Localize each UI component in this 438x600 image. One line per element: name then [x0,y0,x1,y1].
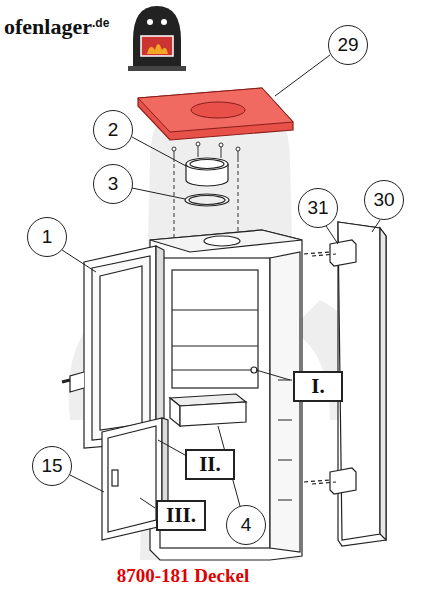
node-text: 1 [42,226,53,248]
node-text: 30 [373,189,394,211]
leader-lines [62,55,380,508]
node-text: 31 [307,197,328,219]
logo-mascot [128,6,186,71]
callout-number: 29 [328,25,368,65]
node-text: 4 [241,514,252,536]
callout-number: 31 [298,188,338,228]
caption: 8700-181 Deckel [117,565,249,587]
lid-part [138,88,293,140]
node-text: 29 [337,34,358,56]
callout-number: 4 [226,505,266,545]
section-marker: III. [156,500,206,531]
watermark [69,90,372,560]
logo-text: .de [92,16,109,30]
flue-ring [186,158,228,186]
node-text: I. [311,374,324,399]
screws [172,142,240,240]
callout-number: 15 [32,446,72,486]
stove-body [150,230,302,560]
callout-number: 2 [93,110,133,150]
logo-text: ofenlager [4,14,92,40]
gasket-ring [185,194,229,206]
callout-number: 30 [364,180,404,220]
callout-number: 3 [93,164,133,204]
door-part [62,246,164,448]
section-marker: II. [185,449,235,480]
section-marker: I. [293,371,343,402]
callout-number: 1 [27,217,67,257]
node-text: 15 [41,455,62,477]
ash-box [170,394,246,426]
node-text: 2 [108,119,119,141]
side-panel [304,222,386,546]
node-text: II. [199,452,221,477]
node-text: 3 [108,173,119,195]
node-text: III. [166,503,196,528]
